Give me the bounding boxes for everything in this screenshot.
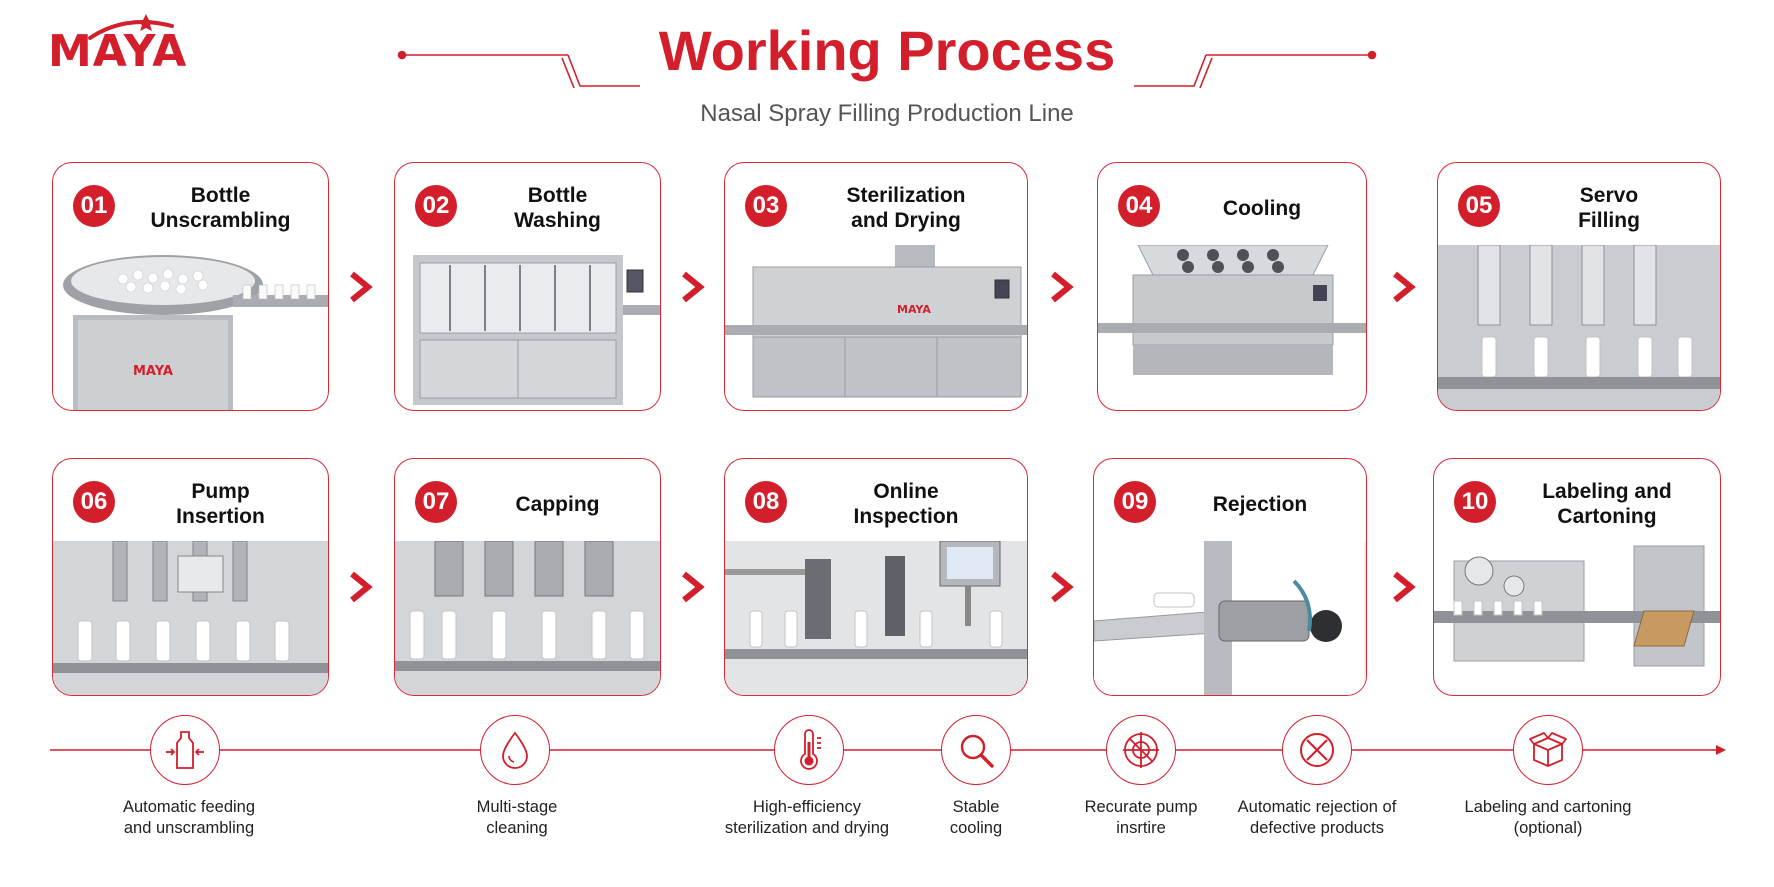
step-number-badge: 03 <box>745 185 787 227</box>
step-title: Capping <box>515 492 600 516</box>
bottle-unscrambler-image: MAYA <box>63 255 328 410</box>
step-card-06: 06 Pump Insertion <box>52 458 329 696</box>
step-card-02: 02 Bottle Washing <box>394 162 661 411</box>
step-number-badge: 04 <box>1118 185 1160 227</box>
step-number-badge: 02 <box>415 185 457 227</box>
step-title: Sterilization and Drying <box>846 184 966 232</box>
step-number-badge: 06 <box>73 481 115 523</box>
step-title: Bottle Unscrambling <box>150 184 291 232</box>
labeling-cartoning-image <box>1434 545 1720 667</box>
step-number-badge: 08 <box>745 481 787 523</box>
step-number-badge: 07 <box>415 481 457 523</box>
feature-circle <box>1513 715 1583 785</box>
chevron-right-icon <box>350 271 373 303</box>
step-card-10: 10 Labeling and Cartoning <box>1433 458 1721 696</box>
step-card-07: 07 Capping <box>394 458 661 696</box>
step-title: Labeling and Cartoning <box>1542 480 1672 528</box>
logo-text: MAYA <box>48 26 188 77</box>
pump-target-icon <box>1123 732 1159 768</box>
step-number-badge: 09 <box>1114 481 1156 523</box>
chevron-right-icon <box>682 571 705 603</box>
cooling-tunnel-image <box>1098 245 1366 375</box>
feature-circle <box>1106 715 1176 785</box>
capping-image <box>395 541 660 695</box>
step-title: Online Inspection <box>853 480 959 528</box>
chevron-right-icon <box>682 271 705 303</box>
servo-filling-image <box>1438 245 1720 410</box>
step-title: Cooling <box>1222 196 1302 220</box>
magnifier-icon <box>960 734 994 768</box>
step-card-04: 04 Cooling <box>1097 162 1367 411</box>
sterilization-tunnel-image: MAYA <box>725 245 1027 398</box>
feature-label: Automatic feeding and unscrambling <box>122 798 256 837</box>
droplet-icon <box>502 731 528 769</box>
feature-label: Stable cooling <box>949 798 1003 837</box>
chevron-right-icon <box>1051 271 1074 303</box>
step-number-badge: 01 <box>73 185 115 227</box>
step-card-01: 01 Bottle Unscrambling MAYA <box>52 162 329 411</box>
header-decoration <box>397 50 1377 89</box>
step-title: Bottle Washing <box>514 184 601 232</box>
online-inspection-image <box>725 541 1027 695</box>
logo-swoosh-icon <box>88 14 174 40</box>
thermometer-icon <box>800 729 821 770</box>
feature-label: High-efficiency sterilization and drying <box>724 798 890 837</box>
box-icon <box>1529 732 1567 767</box>
feature-label: Multi-stage cleaning <box>476 798 558 837</box>
page-subtitle: Nasal Spray Filling Production Line <box>700 100 1074 127</box>
timeline-line <box>50 745 1726 755</box>
reject-x-icon <box>1300 733 1334 767</box>
bottle-arrows-icon <box>166 731 204 769</box>
chevron-right-icon <box>1393 571 1416 603</box>
step-card-05: 05 Servo Filling <box>1437 162 1721 411</box>
bottle-washing-image <box>413 255 660 405</box>
page-title: Working Process <box>658 19 1116 82</box>
feature-circle <box>774 715 844 785</box>
step-number-badge: 10 <box>1454 481 1496 523</box>
step-card-08: 08 Online Inspection <box>724 458 1028 696</box>
step-title: Servo Filling <box>1578 184 1640 232</box>
feature-circle <box>480 715 550 785</box>
step-number-badge: 05 <box>1458 185 1500 227</box>
chevron-right-icon <box>1051 571 1074 603</box>
step-title: Pump Insertion <box>176 480 265 528</box>
pump-insertion-image <box>53 541 328 695</box>
step-title: Rejection <box>1212 492 1308 516</box>
feature-circle <box>150 715 220 785</box>
rejection-image <box>1094 541 1366 695</box>
feature-circle <box>1282 715 1352 785</box>
step-card-09: 09 Rejection <box>1093 458 1367 696</box>
feature-label: Labeling and cartoning (optional) <box>1464 798 1632 837</box>
feature-label: Recurate pump insrtire <box>1084 798 1198 837</box>
feature-label: Automatic rejection of defective product… <box>1237 798 1397 837</box>
machine-brand-mark: MAYA <box>133 364 173 379</box>
machine-brand-mark: MAYA <box>897 303 931 316</box>
brand-logo: MAYA <box>48 14 188 77</box>
chevron-right-icon <box>350 571 373 603</box>
step-card-03: 03 Sterilization and Drying MAYA <box>724 162 1028 411</box>
chevron-right-icon <box>1393 271 1416 303</box>
feature-circle <box>941 715 1011 785</box>
